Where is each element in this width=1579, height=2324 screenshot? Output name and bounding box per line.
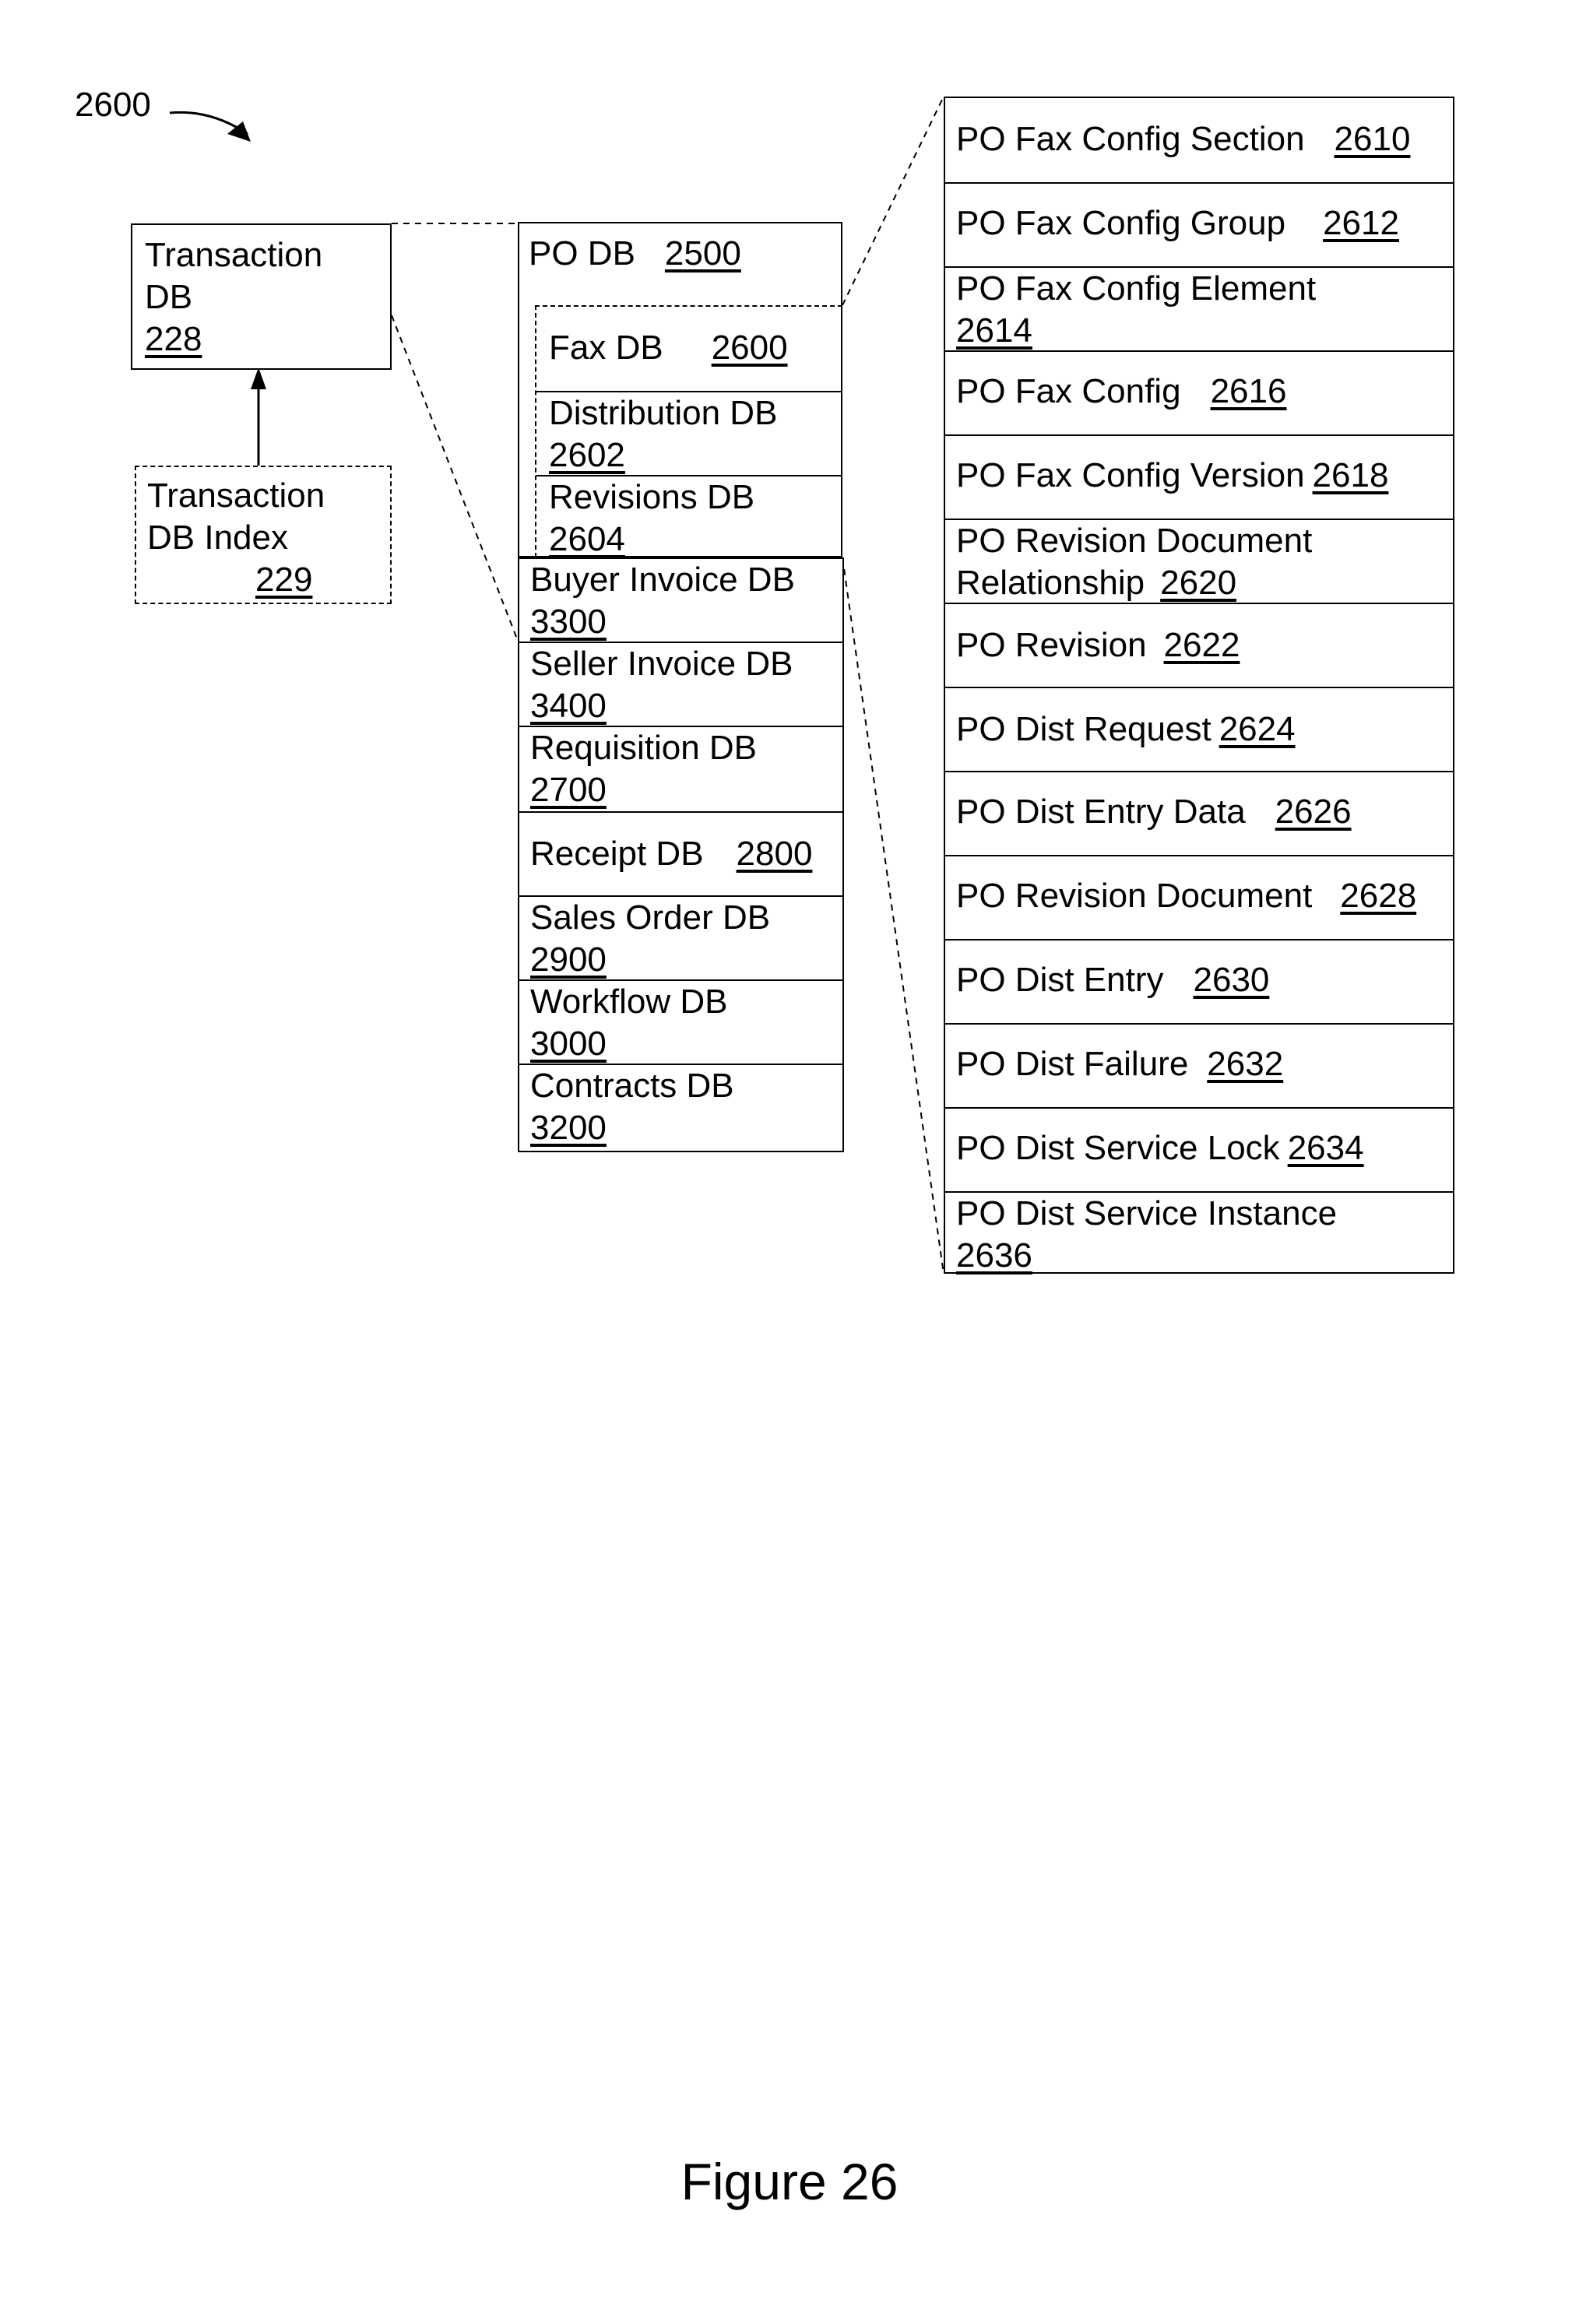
workflow-db-row[interactable]: Workflow DB 3000 [519, 979, 842, 1064]
fax-db-ref: 2600 [712, 329, 788, 367]
workflow-db-ref: 3000 [530, 1023, 842, 1065]
po-fax-config-group-label: PO Fax Config Group [956, 204, 1285, 242]
contracts-db-label: Contracts DB [530, 1065, 842, 1107]
fax-group-box: Fax DB 2600 Distribution DB 2602 Revision… [535, 305, 842, 557]
po-dist-request-label: PO Dist Request [956, 710, 1212, 748]
po-revision-document-relationship-label: PO Revision Document Relationship [956, 522, 1312, 602]
transaction-db-index-ref: 229 [255, 559, 312, 601]
po-dist-failure-row[interactable]: PO Dist Failure 2632 [945, 1023, 1453, 1107]
requisition-db-row[interactable]: Requisition DB 2700 [519, 726, 842, 811]
figure-caption: Figure 26 [0, 2150, 1579, 2213]
po-dist-service-instance-row[interactable]: PO Dist Service Instance 2636 [945, 1191, 1453, 1274]
sales-order-db-row[interactable]: Sales Order DB 2900 [519, 895, 842, 979]
po-fax-config-element-ref: 2614 [956, 310, 1453, 352]
po-fax-config-group-ref: 2612 [1323, 204, 1399, 242]
po-fax-config-group-row[interactable]: PO Fax Config Group 2612 [945, 182, 1453, 266]
po-dist-entry-data-label: PO Dist Entry Data [956, 793, 1246, 831]
po-revision-label: PO Revision [956, 626, 1147, 664]
po-db-title: PO DB 2500 [529, 233, 741, 275]
po-revision-row[interactable]: PO Revision 2622 [945, 603, 1453, 687]
buyer-invoice-db-ref: 3300 [530, 601, 842, 643]
distribution-db-ref: 2602 [549, 434, 841, 476]
po-dist-service-instance-label: PO Dist Service Instance [956, 1193, 1453, 1235]
transaction-db-label-1: Transaction [145, 234, 322, 276]
po-revision-document-relationship-row[interactable]: PO Revision Document Relationship2620 [945, 519, 1453, 603]
contracts-db-ref: 3200 [530, 1107, 842, 1149]
figure-reference: 2600 [75, 84, 151, 126]
po-dist-entry-data-ref: 2626 [1275, 793, 1352, 831]
middle-db-list: Buyer Invoice DB 3300 Seller Invoice DB … [518, 557, 844, 1152]
contracts-db-row[interactable]: Contracts DB 3200 [519, 1064, 842, 1151]
po-fax-config-row[interactable]: PO Fax Config 2616 [945, 350, 1453, 434]
sales-order-db-ref: 2900 [530, 939, 842, 981]
transaction-db-ref: 228 [145, 318, 202, 360]
revisions-db-row[interactable]: Revisions DB 2604 [536, 475, 841, 557]
index-arrow-head [251, 367, 266, 389]
fax-db-label: Fax DB [549, 329, 663, 367]
distribution-db-row[interactable]: Distribution DB 2602 [536, 391, 841, 475]
fax-db-row[interactable]: Fax DB 2600 [536, 307, 841, 391]
transaction-db-index-label-2: DB Index [147, 517, 288, 559]
po-db-label: PO DB [529, 234, 635, 272]
revisions-db-label: Revisions DB [549, 476, 841, 519]
seller-invoice-db-ref: 3400 [530, 685, 842, 727]
po-fax-config-section-row[interactable]: PO Fax Config Section 2610 [945, 98, 1453, 182]
zoom-line-bottom [392, 315, 518, 641]
po-revision-document-relationship-ref: 2620 [1160, 564, 1236, 602]
po-fax-config-label: PO Fax Config [956, 372, 1181, 410]
revisions-db-ref: 2604 [549, 519, 841, 561]
po-dist-service-instance-ref: 2636 [956, 1235, 1453, 1277]
transaction-db-index-box[interactable]: Transaction DB Index 229 [135, 466, 392, 604]
sales-order-db-label: Sales Order DB [530, 897, 842, 939]
fax-zoom-line-bottom [842, 557, 944, 1274]
po-dist-request-ref: 2624 [1219, 710, 1296, 748]
fax-db-detail-list: PO Fax Config Section 2610 PO Fax Config … [944, 97, 1454, 1274]
receipt-db-row[interactable]: Receipt DB 2800 [519, 811, 842, 895]
po-fax-config-version-row[interactable]: PO Fax Config Version2618 [945, 434, 1453, 519]
receipt-db-ref: 2800 [737, 835, 813, 873]
transaction-db-box[interactable]: Transaction DB 228 [131, 223, 392, 370]
po-dist-service-lock-ref: 2634 [1288, 1129, 1364, 1167]
fax-zoom-line-top [842, 97, 944, 305]
seller-invoice-db-row[interactable]: Seller Invoice DB 3400 [519, 642, 842, 726]
buyer-invoice-db-row[interactable]: Buyer Invoice DB 3300 [519, 557, 842, 642]
transaction-db-label-2: DB [145, 276, 192, 318]
po-dist-entry-label: PO Dist Entry [956, 961, 1164, 999]
po-dist-entry-ref: 2630 [1194, 961, 1270, 999]
distribution-db-label: Distribution DB [549, 392, 841, 434]
po-fax-config-element-label: PO Fax Config Element [956, 268, 1453, 310]
transaction-db-index-label-1: Transaction [147, 475, 325, 517]
requisition-db-ref: 2700 [530, 769, 842, 811]
po-fax-config-version-ref: 2618 [1313, 456, 1389, 494]
po-dist-entry-row[interactable]: PO Dist Entry 2630 [945, 939, 1453, 1023]
po-revision-document-row[interactable]: PO Revision Document 2628 [945, 855, 1453, 939]
po-dist-service-lock-row[interactable]: PO Dist Service Lock2634 [945, 1107, 1453, 1191]
receipt-db-label: Receipt DB [530, 835, 704, 873]
workflow-db-label: Workflow DB [530, 981, 842, 1023]
po-fax-config-section-label: PO Fax Config Section [956, 120, 1305, 158]
po-dist-failure-ref: 2632 [1207, 1045, 1283, 1083]
po-dist-service-lock-label: PO Dist Service Lock [956, 1129, 1280, 1167]
po-dist-failure-label: PO Dist Failure [956, 1045, 1188, 1083]
seller-invoice-db-label: Seller Invoice DB [530, 643, 842, 685]
po-fax-config-version-label: PO Fax Config Version [956, 456, 1305, 494]
po-fax-config-section-ref: 2610 [1335, 120, 1411, 158]
po-revision-document-label: PO Revision Document [956, 877, 1312, 915]
requisition-db-label: Requisition DB [530, 727, 842, 769]
po-dist-entry-data-row[interactable]: PO Dist Entry Data 2626 [945, 771, 1453, 855]
po-revision-ref: 2622 [1164, 626, 1240, 664]
po-dist-request-row[interactable]: PO Dist Request2624 [945, 687, 1453, 771]
po-fax-config-element-row[interactable]: PO Fax Config Element 2614 [945, 266, 1453, 350]
buyer-invoice-db-label: Buyer Invoice DB [530, 559, 842, 601]
po-fax-config-ref: 2616 [1211, 372, 1287, 410]
po-revision-document-ref: 2628 [1340, 877, 1416, 915]
po-db-ref: 2500 [665, 234, 741, 272]
